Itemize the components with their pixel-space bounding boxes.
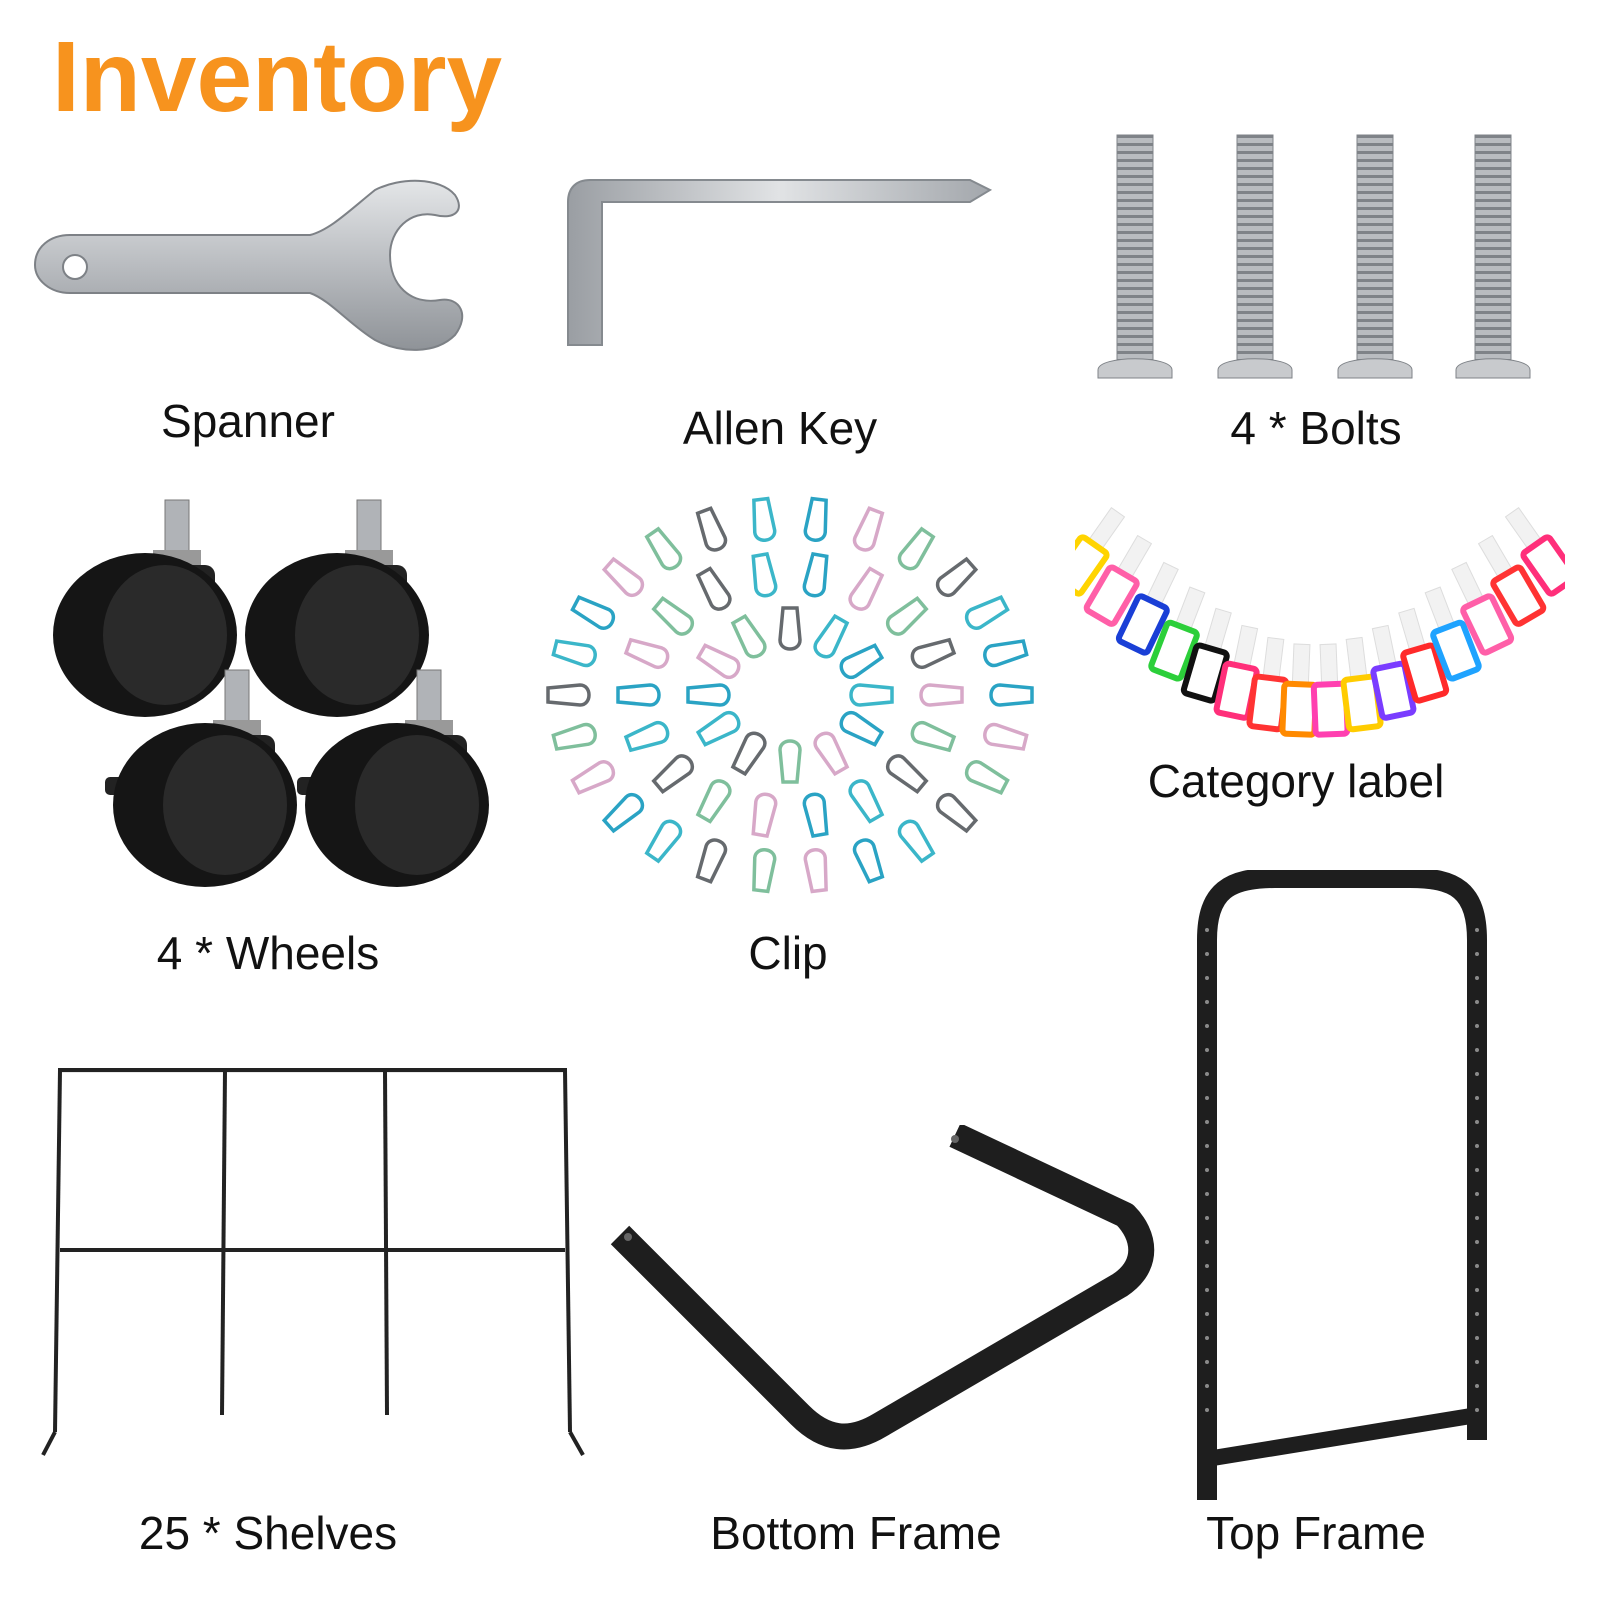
label-top-frame: Top Frame xyxy=(1206,1507,1426,1559)
label-shelves: 25 * Shelves xyxy=(138,1507,398,1559)
page-title: Inventory xyxy=(52,21,503,133)
label-bottom-frame: Bottom Frame xyxy=(710,1507,1002,1559)
label-spanner: Spanner xyxy=(161,395,335,447)
top-frame-icon xyxy=(1197,870,1487,1500)
allen-key-icon xyxy=(567,179,993,346)
label-bolts: 4 * Bolts xyxy=(1230,402,1402,454)
tag-icon xyxy=(1075,506,1565,738)
label-allen-key: Allen Key xyxy=(682,402,878,454)
spanner-icon xyxy=(33,179,464,351)
clip-icon xyxy=(546,496,1034,894)
bottom-frame-icon xyxy=(610,1125,1155,1450)
shelf-icon xyxy=(41,1068,585,1456)
label-clip: Clip xyxy=(748,927,828,979)
bolt-icon xyxy=(1097,134,1531,379)
label-wheels: 4 * Wheels xyxy=(156,927,380,979)
wheel-icon xyxy=(53,499,489,887)
label-category-label: Category label xyxy=(1147,755,1445,807)
